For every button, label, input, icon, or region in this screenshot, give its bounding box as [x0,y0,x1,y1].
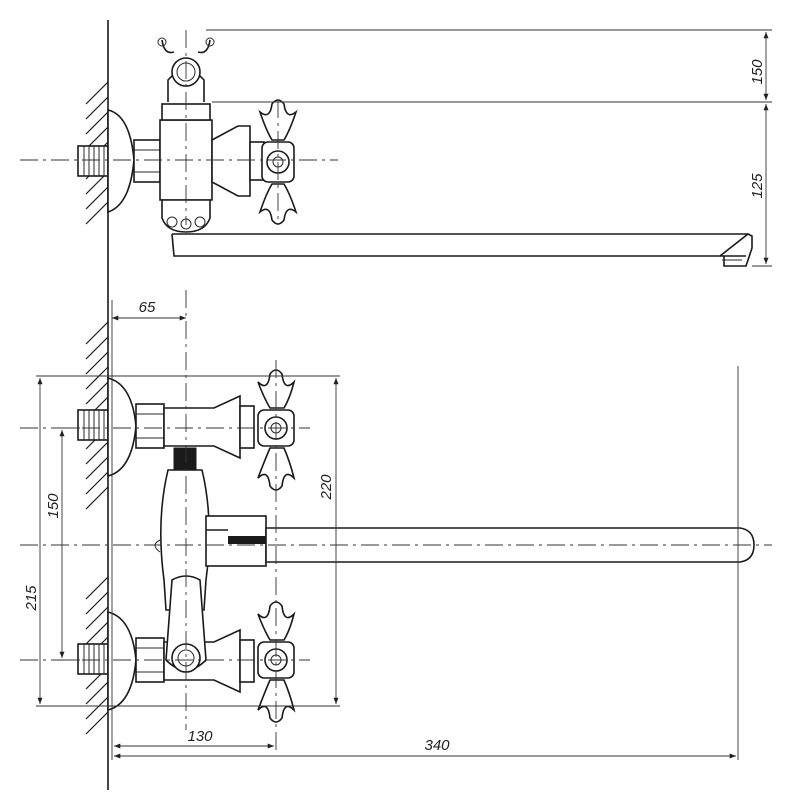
top-valve-bonnet [211,125,251,197]
dim-inlet-spacing: 150 [45,493,62,519]
central-body [160,469,210,611]
top-inlet-thread [77,145,109,177]
dim-height-220: 220 [318,474,335,501]
upper-inlet-thread [77,409,109,441]
dim-inlet-height: 215 [23,585,40,612]
dim-spout-length: 340 [424,737,450,754]
dim-handle-reach: 130 [187,728,213,745]
top-nut [133,139,161,183]
front-view: 65 220 150 215 130 340 [20,290,772,760]
lower-inlet-thread [77,643,109,675]
dim-wall-offset: 65 [139,299,156,316]
top-flange [107,108,135,214]
top-spout [171,233,753,267]
top-cross-handle [258,99,298,225]
top-view: 150 125 [20,29,772,267]
dim-spout-height: 125 [749,173,766,199]
upper-nut [135,403,165,449]
dim-shower-holder-height: 150 [749,59,766,85]
central-neck-top [173,447,197,471]
